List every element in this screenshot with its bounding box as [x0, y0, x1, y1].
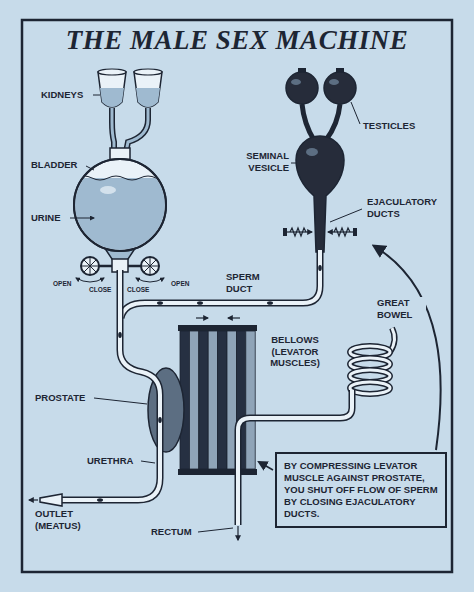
sperm-droplets	[157, 301, 163, 305]
urethra	[40, 494, 62, 506]
note-arrows	[374, 246, 441, 450]
valve-label: OPEN	[170, 280, 190, 288]
diagram-title: THE MALE SEX MACHINE	[0, 24, 474, 56]
bladder-flask	[74, 159, 166, 251]
kidney-cups	[98, 72, 126, 107]
valve	[136, 278, 164, 282]
ejaculatory-springs	[353, 228, 357, 236]
page-frame	[22, 20, 452, 572]
bladder-flask	[70, 148, 170, 262]
seminal-vesicle	[306, 148, 318, 156]
bladder-flask	[70, 178, 170, 258]
kidney-cups	[136, 88, 160, 107]
leader-lines	[141, 461, 155, 463]
sperm-duct	[121, 250, 320, 318]
kidney-cups	[98, 69, 162, 107]
kidney-tubes	[126, 108, 148, 152]
leader-lines	[198, 528, 233, 532]
bladder-flask	[76, 176, 166, 180]
bellows	[199, 331, 208, 469]
ejaculatory-springs	[290, 228, 306, 236]
bladder-flask	[100, 186, 116, 194]
part-label: OUTLET (MEATUS)	[34, 508, 98, 531]
testicles	[326, 104, 340, 140]
bellows	[246, 331, 255, 469]
kidney-cups	[100, 88, 124, 107]
note-text: BY COMPRESSING LEVATOR MUSCLE AGAINST PR…	[284, 460, 438, 520]
urethra	[62, 270, 160, 500]
kidney-cups	[134, 69, 162, 75]
part-label: BLADDER	[30, 159, 78, 171]
bellows	[196, 317, 208, 318]
testicles	[286, 68, 356, 140]
part-label: EJACULATORY DUCTS	[366, 196, 450, 219]
sperm-duct	[121, 250, 320, 318]
valve-label: CLOSE	[88, 286, 112, 294]
valve	[76, 278, 104, 282]
note-box: BY COMPRESSING LEVATOR MUSCLE AGAINST PR…	[275, 452, 447, 528]
testicles	[329, 79, 339, 85]
part-label: KIDNEYS	[40, 89, 84, 101]
urethra	[29, 499, 38, 500]
bellows	[178, 469, 257, 475]
ejaculatory-springs	[283, 228, 287, 236]
sperm-duct	[121, 250, 320, 318]
ejaculatory-springs	[334, 228, 350, 236]
kidney-cups	[134, 72, 162, 107]
valve	[81, 257, 99, 275]
valve	[141, 257, 159, 275]
seminal-vesicle	[296, 136, 344, 252]
leader-lines	[70, 218, 94, 219]
leader-lines	[86, 166, 94, 170]
testicles	[291, 79, 301, 85]
bellows	[178, 318, 257, 475]
kidney-tubes	[126, 108, 148, 152]
great-bowel	[237, 526, 238, 540]
kidney-tubes	[112, 108, 114, 152]
sperm-droplets	[97, 498, 103, 502]
leader-lines	[351, 102, 360, 124]
leader-lines	[330, 209, 362, 222]
bellows	[178, 325, 257, 331]
valve	[81, 257, 99, 275]
great-bowel	[350, 382, 390, 394]
urethra	[62, 270, 160, 500]
kidney-cups	[98, 69, 126, 75]
valve	[141, 257, 159, 275]
sperm-droplets	[267, 301, 273, 305]
leader-lines	[291, 163, 297, 164]
sperm-droplets	[118, 332, 122, 338]
sperm-droplets	[197, 301, 203, 305]
part-label: URETHRA	[86, 455, 134, 467]
leader-lines	[94, 398, 147, 404]
bellows	[208, 331, 217, 469]
sperm-droplets	[318, 265, 322, 271]
great-bowel	[350, 382, 390, 394]
bellows	[228, 317, 240, 318]
note-arrows	[259, 462, 273, 470]
bellows	[218, 331, 227, 469]
seminal-vesicle	[296, 136, 344, 252]
valve-label: OPEN	[52, 280, 72, 288]
kidney-tubes	[112, 108, 148, 152]
bellows	[189, 331, 198, 469]
urethra	[29, 270, 160, 506]
note-arrows	[259, 246, 441, 470]
part-label: GREAT BOWEL	[376, 297, 426, 320]
part-label: SPERM DUCT	[225, 271, 272, 294]
part-label: RECTUM	[150, 526, 193, 538]
sperm-droplets	[158, 417, 162, 423]
part-label: TESTICLES	[362, 120, 416, 132]
testicles	[324, 72, 356, 104]
leader-lines	[93, 95, 100, 96]
part-label: SEMINAL VESICLE	[224, 150, 290, 173]
ejaculatory-springs	[283, 228, 357, 236]
kidney-tubes	[112, 108, 114, 152]
testicles	[302, 104, 314, 140]
testicles	[286, 72, 318, 104]
part-label: PROSTATE	[34, 392, 86, 404]
valve-label: CLOSE	[126, 286, 150, 294]
part-label: URINE	[30, 212, 62, 224]
part-label: BELLOWS (LEVATOR MUSCLES)	[262, 334, 328, 369]
